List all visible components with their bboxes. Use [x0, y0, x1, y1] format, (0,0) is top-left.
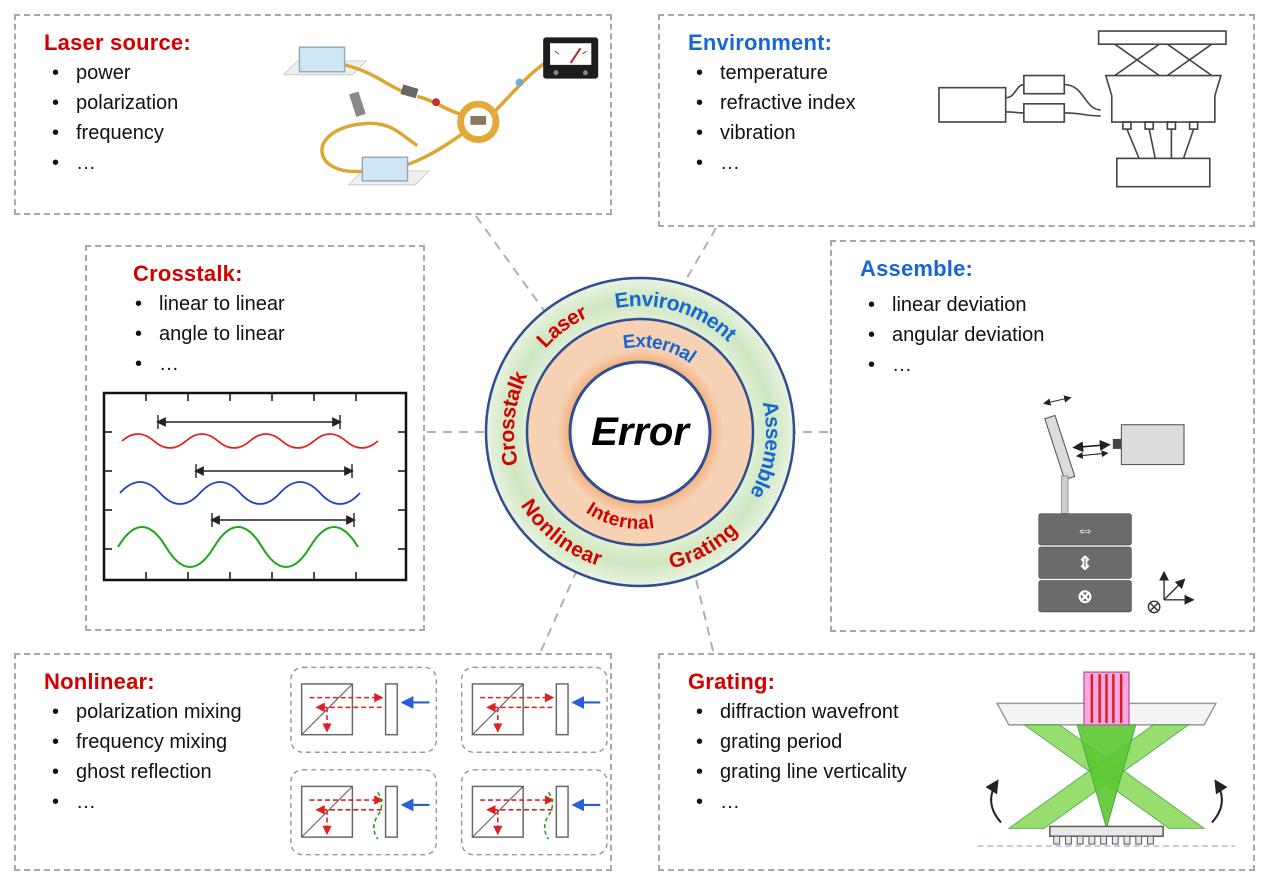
list-item: diffraction wavefront	[694, 699, 960, 725]
list-item: …	[50, 789, 288, 815]
stage-y-symbol: ⇕	[1077, 552, 1093, 573]
mirror-plate	[1044, 414, 1076, 481]
grating-illustration	[977, 671, 1236, 847]
laser-source-list: power polarization frequency …	[50, 60, 266, 176]
list-item: grating period	[694, 729, 960, 755]
grating-box: Grating: diffraction wavefront grating p…	[658, 653, 1255, 871]
environment-box: Environment: temperature refractive inde…	[658, 14, 1255, 227]
mount-bracket	[349, 90, 366, 117]
beamsplitter-panel	[462, 770, 607, 855]
crosstalk-box: Crosstalk: linear to linear angle to lin…	[85, 245, 425, 631]
laser-source-title: Laser source:	[44, 30, 191, 55]
crosstalk-title: Crosstalk:	[133, 261, 243, 286]
list-item: linear to linear	[133, 291, 423, 317]
rotation-arrow	[985, 779, 1002, 824]
grating-list: diffraction wavefront grating period gra…	[694, 699, 960, 815]
beamsplitter-panel	[291, 770, 436, 855]
span-arrows	[156, 415, 356, 527]
mirror-post	[1061, 475, 1069, 515]
environment-illustration	[938, 29, 1227, 187]
beamsplitter-panel	[462, 667, 607, 752]
sine-wave-blue	[119, 481, 361, 505]
stage-stack: ⇔ ⇕ ⊗	[1038, 513, 1132, 613]
error-ring: Crosstalk Laser Environment Assemble Non…	[484, 276, 796, 588]
list-item: angular deviation	[866, 322, 1253, 348]
list-item: polarization mixing	[50, 699, 288, 725]
laser-aperture	[1112, 438, 1122, 449]
list-item: temperature	[694, 60, 918, 86]
nonlinear-title: Nonlinear:	[44, 669, 155, 694]
environment-schematic	[938, 29, 1227, 187]
list-item: power	[50, 60, 266, 86]
tilt-arrow	[1043, 395, 1072, 406]
sine-wave-red	[121, 433, 379, 449]
fiber-coil	[457, 100, 500, 143]
assemble-illustration: ⇔ ⇕ ⊗	[1038, 395, 1195, 614]
grating-text: Grating: diffraction wavefront grating p…	[660, 655, 960, 869]
list-item: …	[866, 352, 1253, 378]
environment-list: temperature refractive index vibration …	[694, 60, 918, 176]
list-item: angle to linear	[133, 321, 423, 347]
laser-source-text: Laser source: power polarization frequen…	[16, 16, 266, 213]
connector-grating	[694, 574, 714, 652]
list-item: frequency mixing	[50, 729, 288, 755]
laser-illustration	[282, 36, 599, 185]
list-item: ghost reflection	[50, 759, 288, 785]
grating-title: Grating:	[688, 669, 776, 694]
list-item: grating line verticality	[694, 759, 960, 785]
laser-head	[1120, 424, 1185, 466]
diffraction-beams	[1007, 724, 1206, 831]
nonlinear-box: Nonlinear: polarization mixing frequency…	[14, 653, 612, 871]
plot-frame	[102, 391, 408, 582]
beam-arrow	[1072, 439, 1111, 453]
assemble-list: linear deviation angular deviation …	[866, 288, 1253, 382]
list-item: …	[694, 789, 960, 815]
plot-ticks	[104, 393, 406, 580]
nonlinear-text: Nonlinear: polarization mixing frequency…	[16, 655, 288, 869]
fiber-paths	[320, 60, 547, 173]
fiber-bead-blue	[515, 78, 524, 86]
meter-icon	[543, 36, 599, 79]
laser-device	[361, 156, 409, 182]
error-label: Error	[591, 410, 691, 454]
nonlinear-list: polarization mixing frequency mixing gho…	[50, 699, 288, 815]
list-item: refractive index	[694, 90, 918, 116]
environment-title: Environment:	[688, 30, 833, 55]
environment-text: Environment: temperature refractive inde…	[660, 16, 918, 225]
list-item: linear deviation	[866, 292, 1253, 318]
rotation-arrow	[1211, 779, 1228, 824]
axes-icon	[1147, 570, 1195, 614]
list-item: …	[694, 150, 918, 176]
laser-device	[298, 45, 346, 72]
inner-circle	[568, 360, 712, 504]
nonlinear-illustration	[288, 664, 610, 860]
ghost-reflection-path	[543, 791, 554, 840]
list-item: …	[133, 351, 423, 377]
fiber-bead-red	[432, 97, 440, 106]
assemble-title: Assemble:	[860, 256, 974, 281]
sine-wave-green	[117, 526, 359, 568]
list-item: polarization	[50, 90, 266, 116]
grating-comb	[1049, 825, 1164, 845]
fiber-connector	[400, 84, 419, 98]
assemble-box: Assemble: linear deviation angular devia…	[830, 240, 1255, 632]
stage-z-symbol: ⊗	[1077, 586, 1093, 607]
list-item: …	[50, 150, 266, 176]
stage-x-symbol: ⇔	[1076, 519, 1095, 540]
laser-source-box: Laser source: power polarization frequen…	[14, 14, 612, 215]
ghost-reflection-path	[373, 791, 383, 840]
coil-spool	[470, 115, 487, 125]
beam-arrow	[1075, 450, 1109, 459]
beamsplitter-panel	[291, 667, 436, 752]
list-item: frequency	[50, 120, 266, 146]
crosstalk-list: linear to linear angle to linear …	[133, 291, 423, 377]
list-item: vibration	[694, 120, 918, 146]
pink-grating-block	[1083, 671, 1130, 726]
crosstalk-plot	[102, 391, 408, 582]
